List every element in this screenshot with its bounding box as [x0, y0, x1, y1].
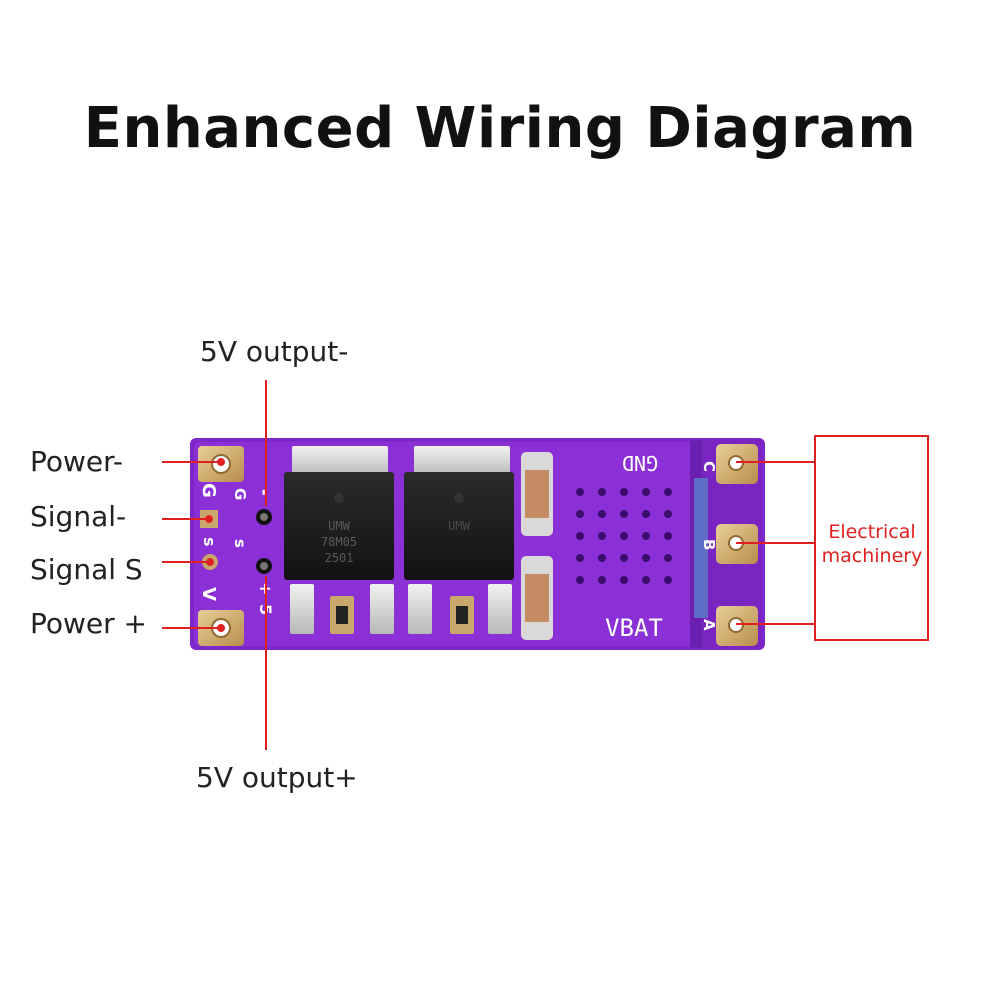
silk-pin-s: s — [200, 537, 219, 547]
silk-phase-a: A — [700, 619, 718, 631]
electrical-machinery-box — [814, 435, 929, 641]
leader-lines — [162, 380, 816, 750]
left-pads — [198, 446, 272, 646]
label-5v-output-plus: 5V output+ — [196, 761, 358, 794]
motor-label-line1: Electrical — [828, 521, 916, 543]
chip1-line2: 78M05 — [321, 535, 357, 549]
label-power-plus: Power + — [30, 607, 148, 640]
regulator-chip-2: UMW — [404, 446, 514, 580]
silk-minus: - — [255, 489, 274, 496]
motor-pads — [716, 444, 758, 646]
chip1-line3: 2501 — [325, 551, 354, 565]
chip2-line1: UMW — [448, 519, 470, 533]
silk-s-small: s — [231, 539, 249, 548]
chip1-line1: UMW — [328, 519, 350, 533]
silk-phase-b: B — [700, 539, 718, 550]
electrical-machinery-label: Electrical machinery — [816, 520, 928, 568]
via-grid — [576, 488, 672, 584]
label-signal-s: Signal S — [30, 553, 143, 586]
capacitors — [521, 452, 553, 640]
motor-label-line2: machinery — [821, 545, 923, 567]
label-power-minus: Power- — [30, 445, 123, 478]
label-signal-minus: Signal- — [30, 500, 127, 533]
silk-gnd: GND — [622, 451, 658, 475]
regulator-chip-1: UMW 78M05 2501 — [284, 446, 394, 580]
silk-vbat: VBAT — [605, 614, 663, 642]
silk-pin-g: G — [198, 483, 219, 498]
phase-silkscreen: C B A — [700, 461, 718, 631]
label-5v-output-minus: 5V output- — [200, 335, 349, 368]
diagram-title: Enhanced Wiring Diagram — [83, 96, 917, 161]
chip-leads — [290, 584, 512, 634]
silk-g-small: G — [231, 488, 249, 500]
silk-phase-c: C — [700, 461, 718, 472]
blue-wire-strip — [694, 478, 708, 618]
silk-pin-v: V — [198, 587, 219, 601]
